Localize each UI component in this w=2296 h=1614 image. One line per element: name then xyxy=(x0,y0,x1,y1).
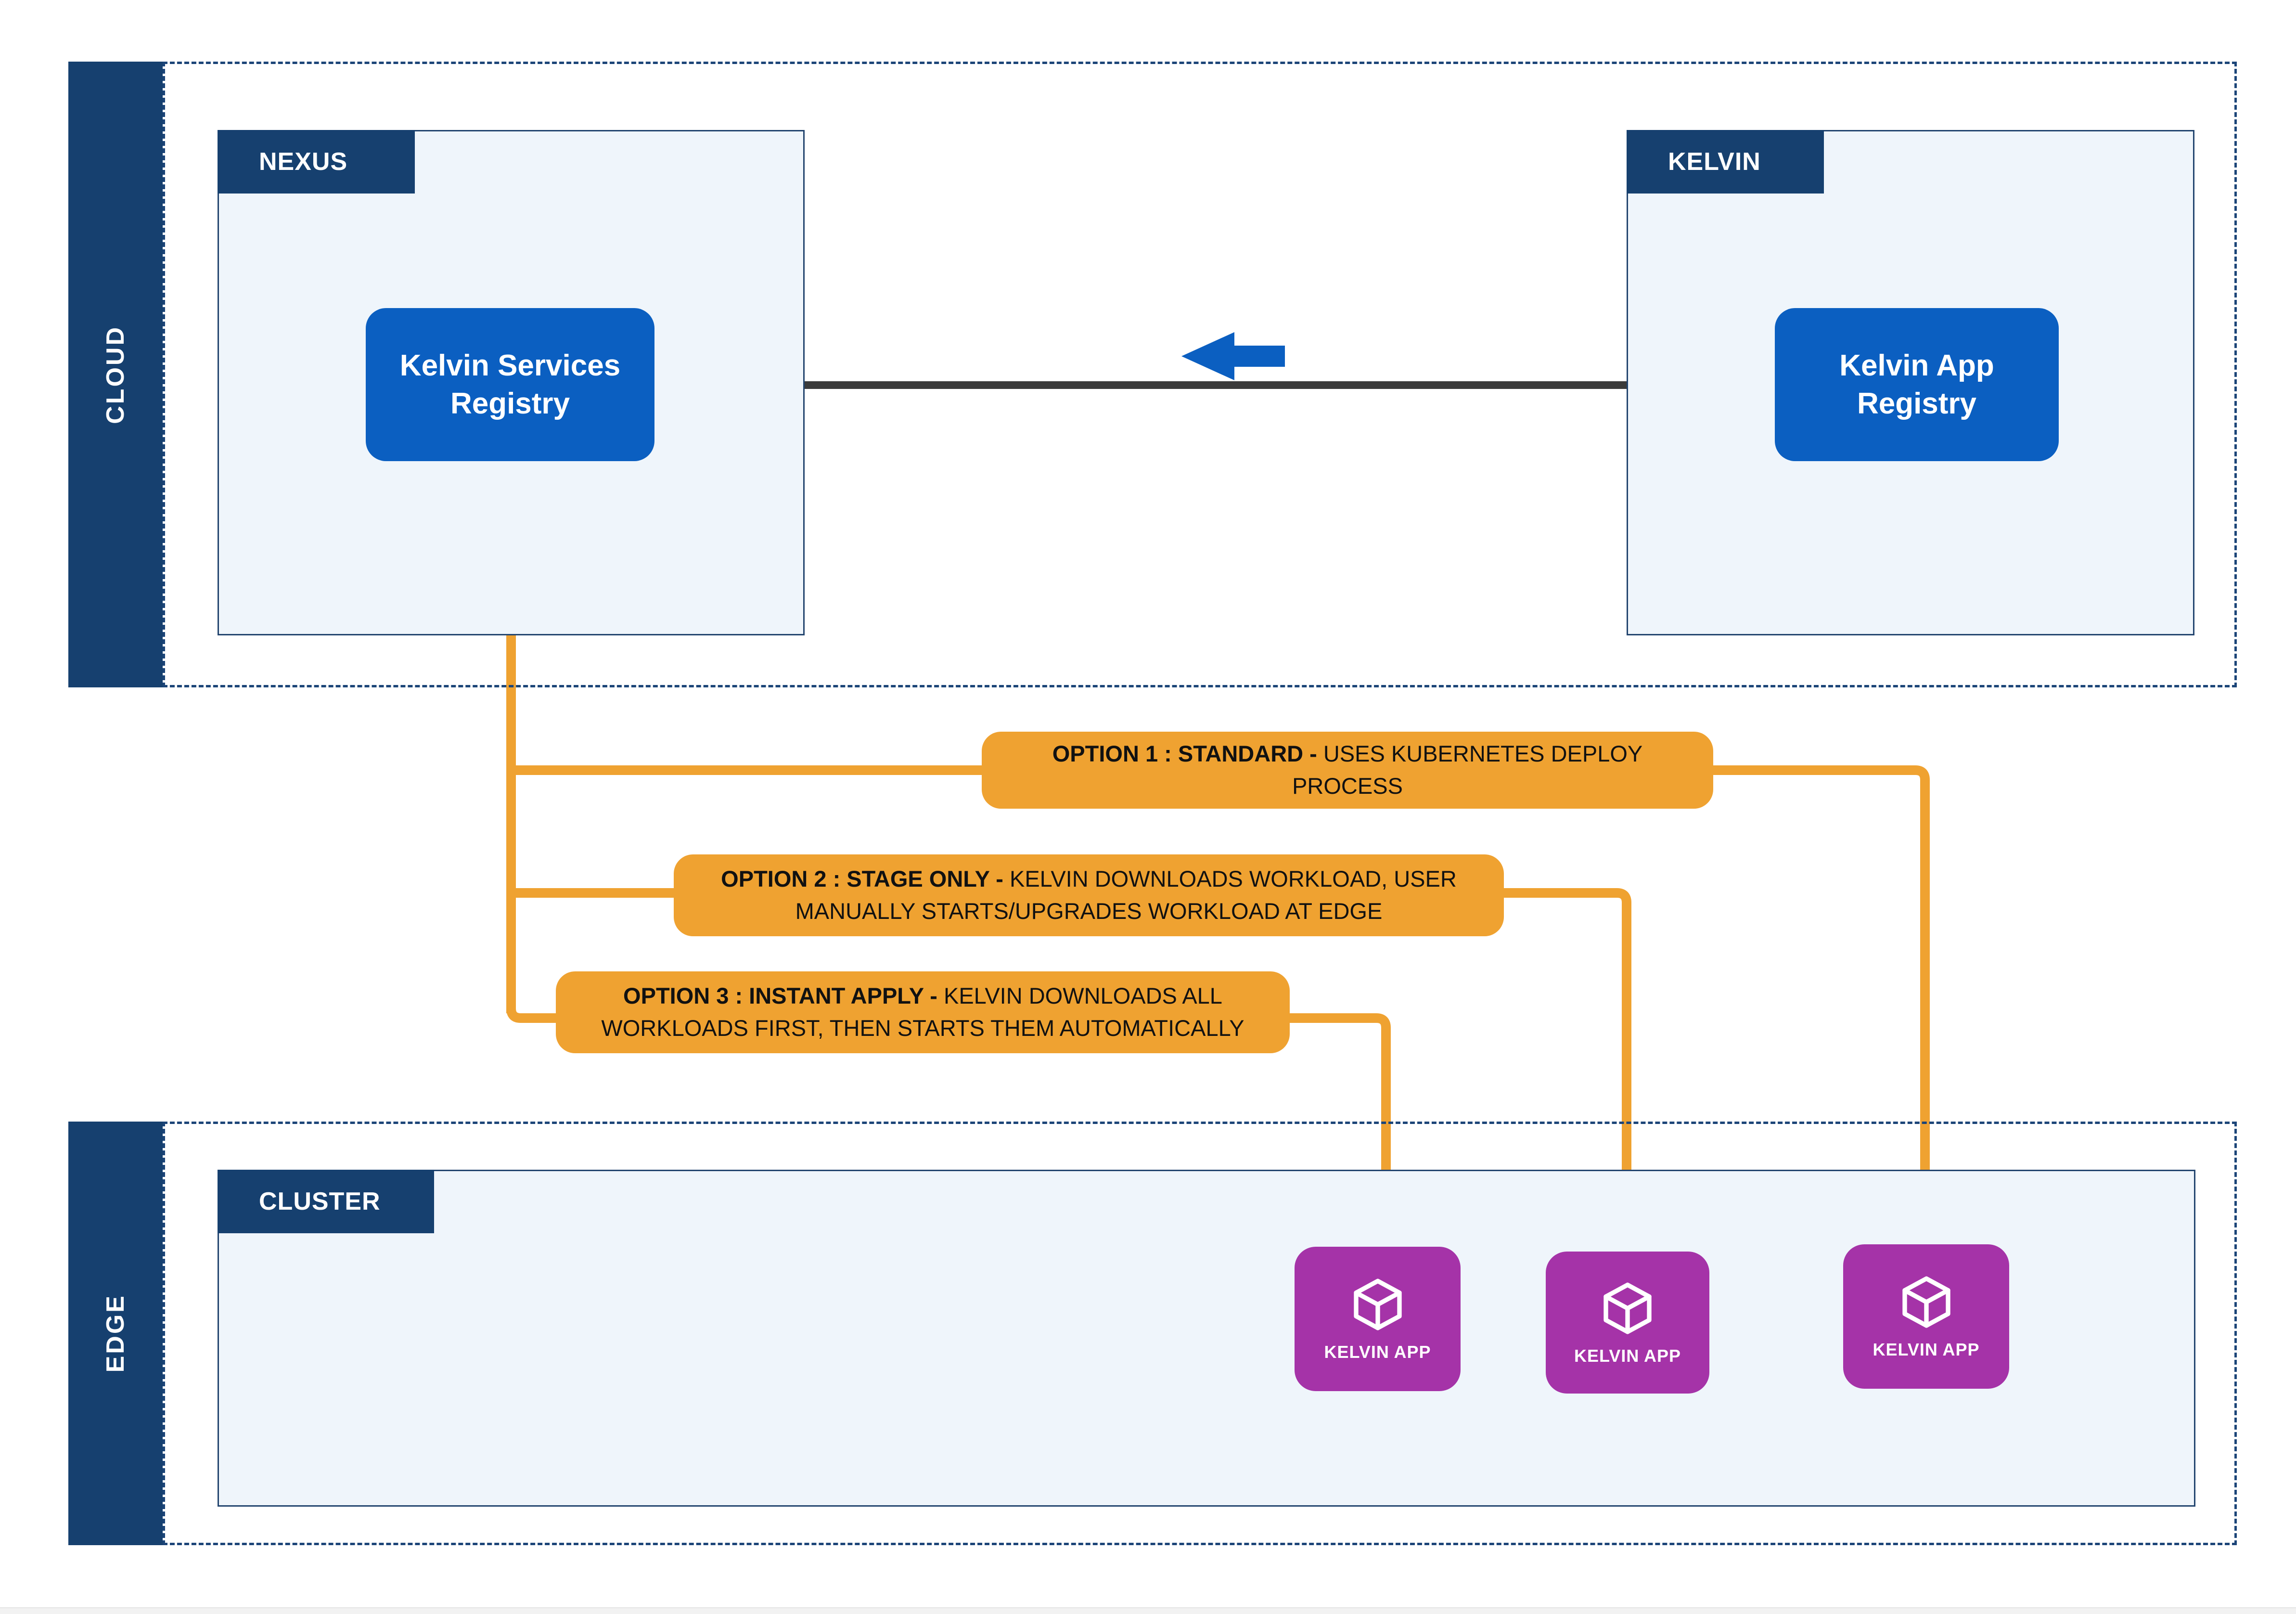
option-2-title: OPTION 2 : STAGE ONLY - xyxy=(721,866,1003,892)
kelvin-app-registry-line1: Kelvin App xyxy=(1839,349,1994,382)
option-3-title: OPTION 3 : INSTANT APPLY - xyxy=(623,983,937,1009)
cube-icon xyxy=(1603,1282,1652,1334)
kelvin-services-registry-node[interactable]: Kelvin Services Registry xyxy=(366,308,654,461)
option-2-pill[interactable]: OPTION 2 : STAGE ONLY - KELVIN DOWNLOADS… xyxy=(674,854,1504,936)
cloud-zone-bar: CLOUD xyxy=(68,62,163,687)
kelvin-app-node-3[interactable]: KELVIN APP xyxy=(1843,1244,2009,1389)
kelvin-app-registry-line2: Registry xyxy=(1857,387,1977,420)
kelvin-app-node-1-label: KELVIN APP xyxy=(1324,1342,1431,1362)
kelvin-app-node-1[interactable]: KELVIN APP xyxy=(1295,1247,1461,1391)
kelvin-panel-title: KELVIN xyxy=(1627,130,1824,194)
cloud-zone-label: CLOUD xyxy=(102,325,129,424)
page-bottom-rule xyxy=(0,1607,2296,1614)
option-1-title: OPTION 1 : STANDARD - xyxy=(1052,741,1317,767)
kelvin-app-registry-node[interactable]: Kelvin App Registry xyxy=(1775,308,2059,461)
edge-zone-bar: EDGE xyxy=(68,1122,163,1545)
kelvin-panel-title-label: KELVIN xyxy=(1668,148,1761,176)
nexus-panel-title: NEXUS xyxy=(218,130,415,194)
cube-icon xyxy=(1353,1278,1402,1330)
kelvin-services-registry-line2: Registry xyxy=(450,387,570,420)
kelvin-services-registry-line1: Kelvin Services xyxy=(399,349,621,382)
cluster-panel-title: CLUSTER xyxy=(218,1170,434,1233)
option-3-pill[interactable]: OPTION 3 : INSTANT APPLY - KELVIN DOWNLO… xyxy=(556,971,1290,1053)
edge-zone-label: EDGE xyxy=(102,1294,129,1373)
kelvin-app-node-3-label: KELVIN APP xyxy=(1873,1340,1980,1359)
cluster-panel-title-label: CLUSTER xyxy=(259,1188,381,1215)
edge-zone-outline xyxy=(163,1122,2237,1545)
option-1-pill[interactable]: OPTION 1 : STANDARD - USES KUBERNETES DE… xyxy=(982,732,1713,809)
cube-icon xyxy=(1902,1276,1950,1328)
kelvin-app-node-2[interactable]: KELVIN APP xyxy=(1546,1252,1709,1394)
cloud-zone-outline xyxy=(163,62,2237,687)
option-1-body: USES KUBERNETES DEPLOY PROCESS xyxy=(1292,741,1643,799)
nexus-panel-title-label: NEXUS xyxy=(259,148,348,176)
kelvin-app-node-2-label: KELVIN APP xyxy=(1574,1345,1681,1366)
